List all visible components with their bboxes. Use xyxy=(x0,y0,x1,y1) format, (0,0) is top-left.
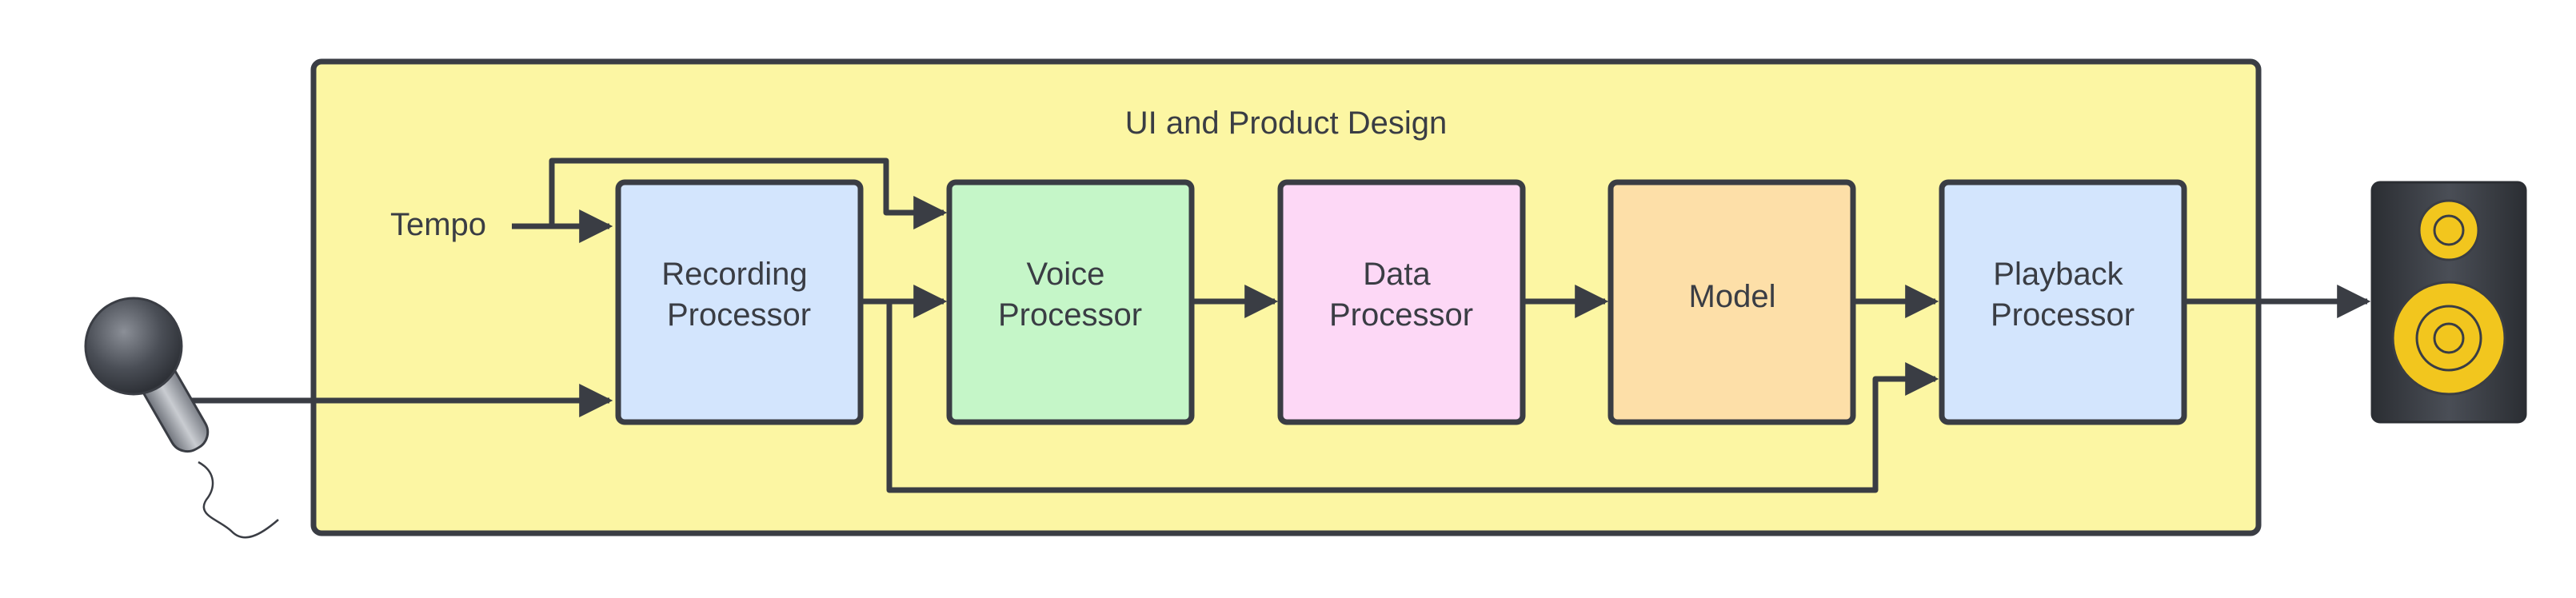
model-box xyxy=(1608,179,1856,425)
container-title: UI and Product Design xyxy=(1125,106,1447,141)
model-node[interactable]: Model xyxy=(1608,179,1856,425)
data-processor-box xyxy=(1277,179,1526,425)
playback-processor-box xyxy=(1939,179,2187,425)
data-processor-label-line-1: Data xyxy=(1363,257,1431,292)
data-processor-label: Data Processor xyxy=(1329,257,1473,333)
edges xyxy=(192,157,2371,493)
recording-processor-label: Recording Processor xyxy=(661,257,816,333)
microphone-cable xyxy=(198,460,279,539)
playback-processor-label: Playback Processor xyxy=(1991,257,2135,333)
recording-processor-box xyxy=(615,179,864,425)
speaker-icon xyxy=(2370,181,2527,424)
data-processor-node[interactable]: Data Processor xyxy=(1277,179,1526,425)
playback-processor-node[interactable]: Playback Processor xyxy=(1939,179,2187,425)
tempo-label: Tempo xyxy=(390,207,486,242)
playback-processor-label-line-2: Processor xyxy=(1991,297,2135,333)
voice-processor-label: Voice Processor xyxy=(998,257,1142,333)
voice-processor-node[interactable]: Voice Processor xyxy=(946,179,1195,425)
microphone-icon xyxy=(84,297,279,539)
model-label-line-1: Model xyxy=(1689,279,1776,314)
edge-tempo-to-voice xyxy=(549,157,948,229)
recording-processor-node[interactable]: Recording Processor xyxy=(615,179,864,425)
voice-processor-box xyxy=(946,179,1195,425)
speaker-woofer-center xyxy=(2433,322,2465,354)
voice-processor-label-line-1: Voice xyxy=(1027,257,1105,292)
speaker-tweeter-center xyxy=(2433,214,2465,246)
model-label: Model xyxy=(1689,279,1776,314)
microphone-head xyxy=(84,297,183,396)
edge-recording-to-playback xyxy=(861,298,1939,493)
playback-processor-label-line-1: Playback xyxy=(1993,257,2123,292)
recording-processor-label-line-1: Recording xyxy=(661,257,807,292)
recording-processor-label-line-2: Processor xyxy=(667,297,811,333)
data-processor-label-line-2: Processor xyxy=(1329,297,1473,333)
voice-processor-label-line-2: Processor xyxy=(998,297,1142,333)
